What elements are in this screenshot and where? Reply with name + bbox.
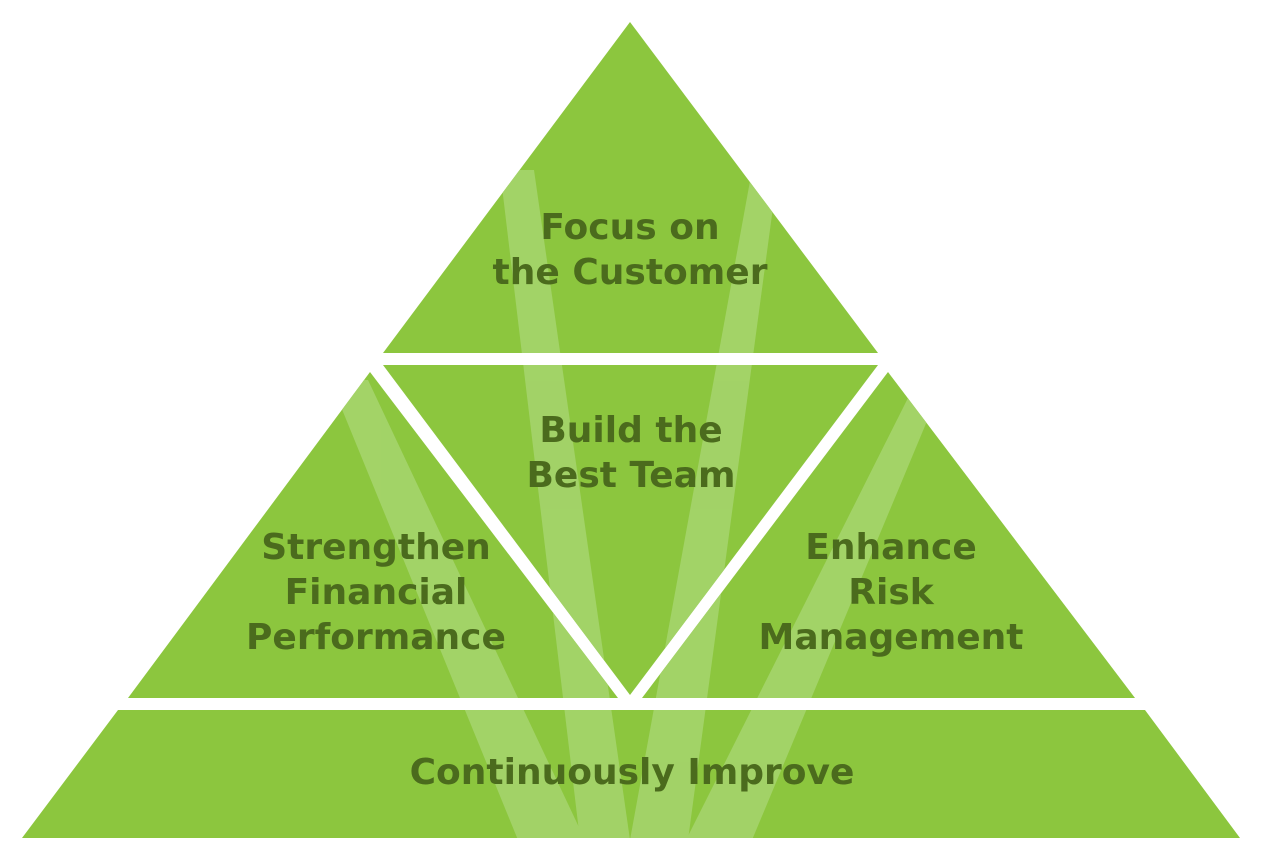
label-line: Management: [758, 617, 1024, 658]
light-rays: [330, 170, 940, 838]
section-top-label: Focus on the Customer: [493, 205, 768, 295]
label-line: Performance: [246, 617, 506, 658]
section-right[interactable]: [642, 372, 1135, 698]
section-base[interactable]: [22, 710, 1240, 838]
section-right-label: Enhance Risk Management: [759, 525, 1024, 660]
section-middle-label: Build the Best Team: [526, 408, 735, 498]
light-ray: [500, 170, 630, 838]
label-line: Risk: [848, 572, 934, 613]
section-left-label: Strengthen Financial Performance: [246, 525, 506, 660]
light-ray: [630, 170, 778, 838]
label-line: Financial: [284, 572, 468, 613]
section-middle[interactable]: [383, 365, 878, 695]
section-left[interactable]: [128, 372, 618, 698]
label-line: Build the: [539, 410, 723, 451]
label-line: Enhance: [805, 527, 977, 568]
label-line: Strengthen: [261, 527, 491, 568]
light-ray: [686, 390, 940, 838]
label-line: the Customer: [492, 252, 768, 293]
label-line: Continuously Improve: [409, 752, 855, 793]
label-line: Focus on: [540, 207, 720, 248]
section-base-label: Continuously Improve: [410, 750, 855, 795]
label-line: Best Team: [526, 455, 736, 496]
light-ray: [330, 380, 585, 838]
section-top[interactable]: [383, 22, 878, 353]
